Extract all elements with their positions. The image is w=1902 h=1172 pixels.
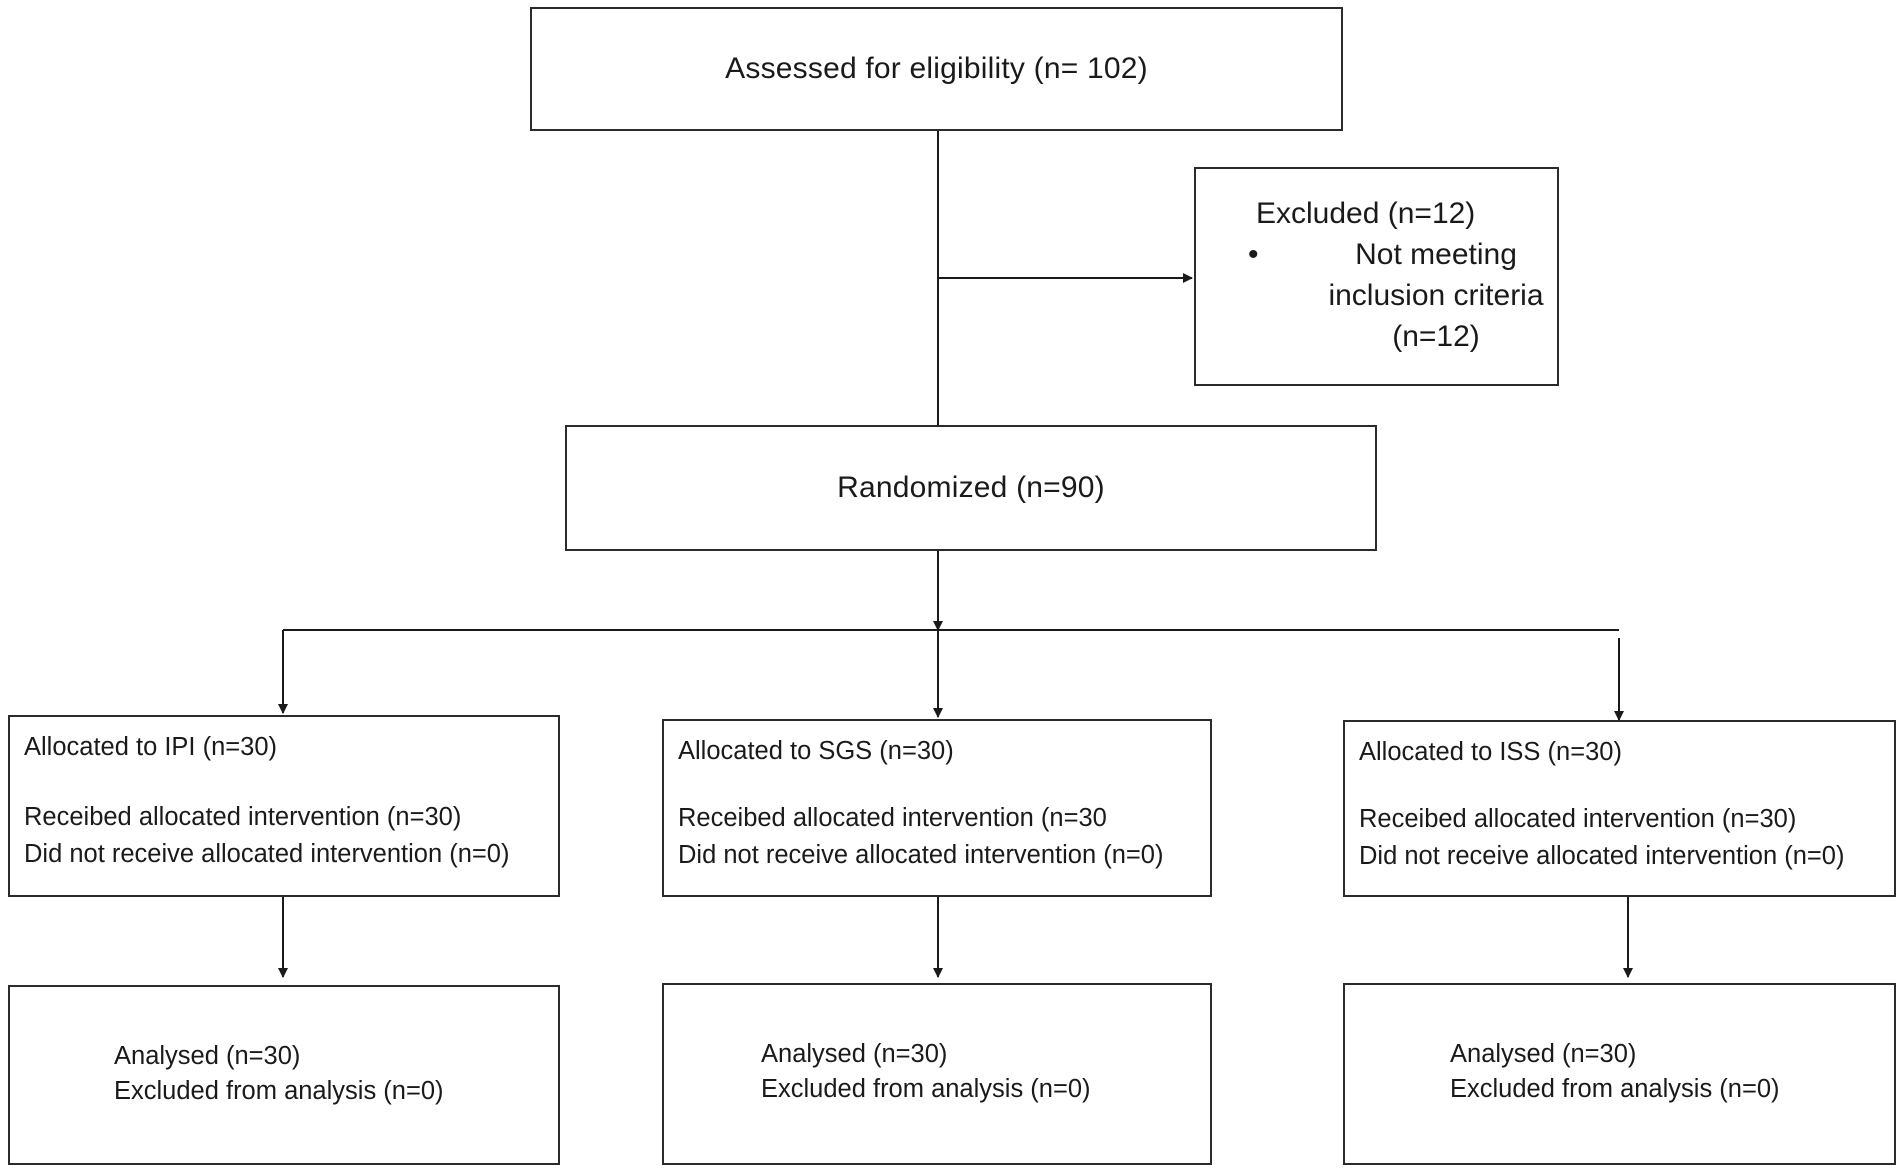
excluded-analysis-label: Excluded from analysis (n=0)	[1450, 1075, 1780, 1103]
analysis-box-sgs: Analysed (n=30) Excluded from analysis (…	[662, 983, 1212, 1165]
analysis-box-ipi: Analysed (n=30) Excluded from analysis (…	[8, 985, 560, 1165]
received-label: Receibed allocated intervention (n=30	[678, 804, 1107, 832]
allocated-label: Allocated to SGS (n=30)	[678, 737, 954, 765]
not-received-label: Did not receive allocated intervention (…	[678, 841, 1164, 869]
analysed-label: Analysed (n=30)	[761, 1040, 948, 1068]
allocation-box-ipi: Allocated to IPI (n=30) Receibed allocat…	[8, 715, 560, 897]
received-label: Receibed allocated intervention (n=30)	[24, 803, 462, 831]
excluded-analysis-label: Excluded from analysis (n=0)	[114, 1077, 444, 1105]
excluded-reason-line1: Not meeting	[1355, 238, 1517, 271]
excluded-reason-line2: inclusion criteria	[1328, 279, 1544, 312]
allocation-box-sgs: Allocated to SGS (n=30) Receibed allocat…	[662, 719, 1212, 897]
allocated-label: Allocated to IPI (n=30)	[24, 733, 278, 761]
analysed-label: Analysed (n=30)	[114, 1042, 301, 1070]
excluded-reason-line3: (n=12)	[1392, 320, 1480, 353]
analysis-box-iss: Analysed (n=30) Excluded from analysis (…	[1343, 983, 1896, 1165]
excluded-box: Excluded (n=12) • Not meeting inclusion …	[1194, 167, 1559, 386]
randomized-text: Randomized (n=90)	[837, 471, 1105, 504]
assessed-box: Assessed for eligibility (n= 102)	[530, 7, 1343, 131]
received-label: Receibed allocated intervention (n=30)	[1359, 805, 1797, 833]
not-received-label: Did not receive allocated intervention (…	[24, 840, 510, 868]
analysed-label: Analysed (n=30)	[1450, 1040, 1637, 1068]
allocated-label: Allocated to ISS (n=30)	[1359, 738, 1622, 766]
randomized-box: Randomized (n=90)	[565, 425, 1377, 551]
excluded-analysis-label: Excluded from analysis (n=0)	[761, 1075, 1091, 1103]
excluded-reason: • Not meeting inclusion criteria (n=12)	[1248, 234, 1557, 357]
allocation-box-iss: Allocated to ISS (n=30) Receibed allocat…	[1343, 720, 1896, 897]
not-received-label: Did not receive allocated intervention (…	[1359, 842, 1845, 870]
excluded-title: Excluded (n=12)	[1256, 197, 1476, 230]
bullet-icon: •	[1248, 238, 1259, 271]
assessed-text: Assessed for eligibility (n= 102)	[725, 52, 1148, 85]
